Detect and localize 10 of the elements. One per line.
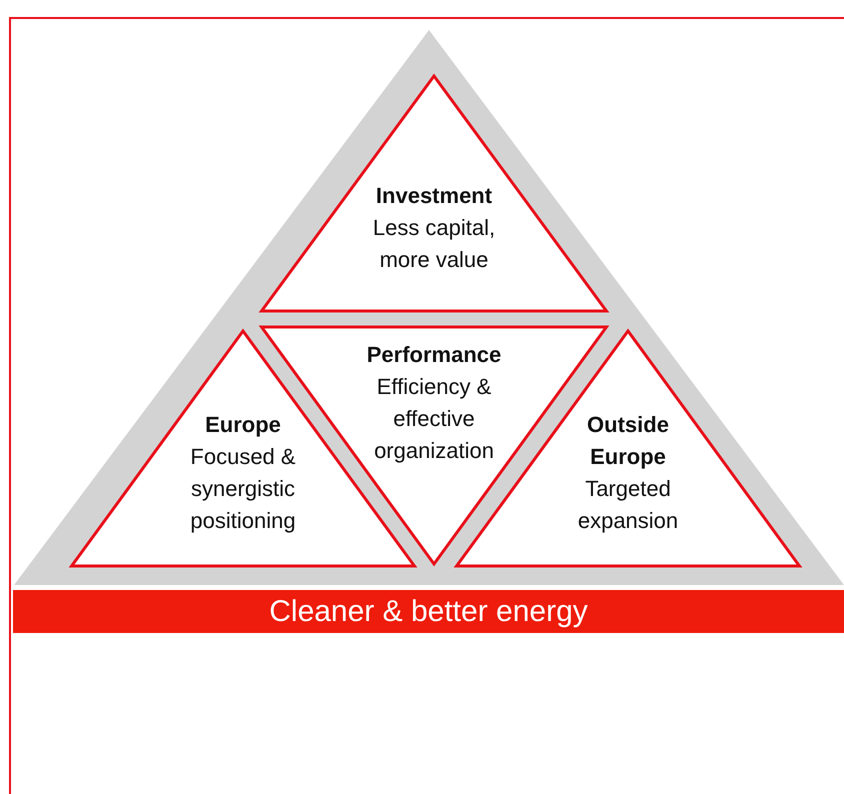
banner-text: Cleaner & better energy <box>269 596 588 626</box>
banner-bar <box>13 590 844 633</box>
panel-text: Focused & synergistic positioning <box>189 443 297 535</box>
panel-text: Targeted expansion <box>576 475 680 535</box>
panel-heading: Europe <box>205 411 281 439</box>
panel-text: Efficiency & effective organization <box>373 373 495 465</box>
panel-heading: Performance <box>366 341 502 369</box>
panel-heading: Investment <box>376 182 492 210</box>
panel-text: Less capital, more value <box>372 214 496 274</box>
panel-heading: Outside Europe <box>586 411 670 471</box>
